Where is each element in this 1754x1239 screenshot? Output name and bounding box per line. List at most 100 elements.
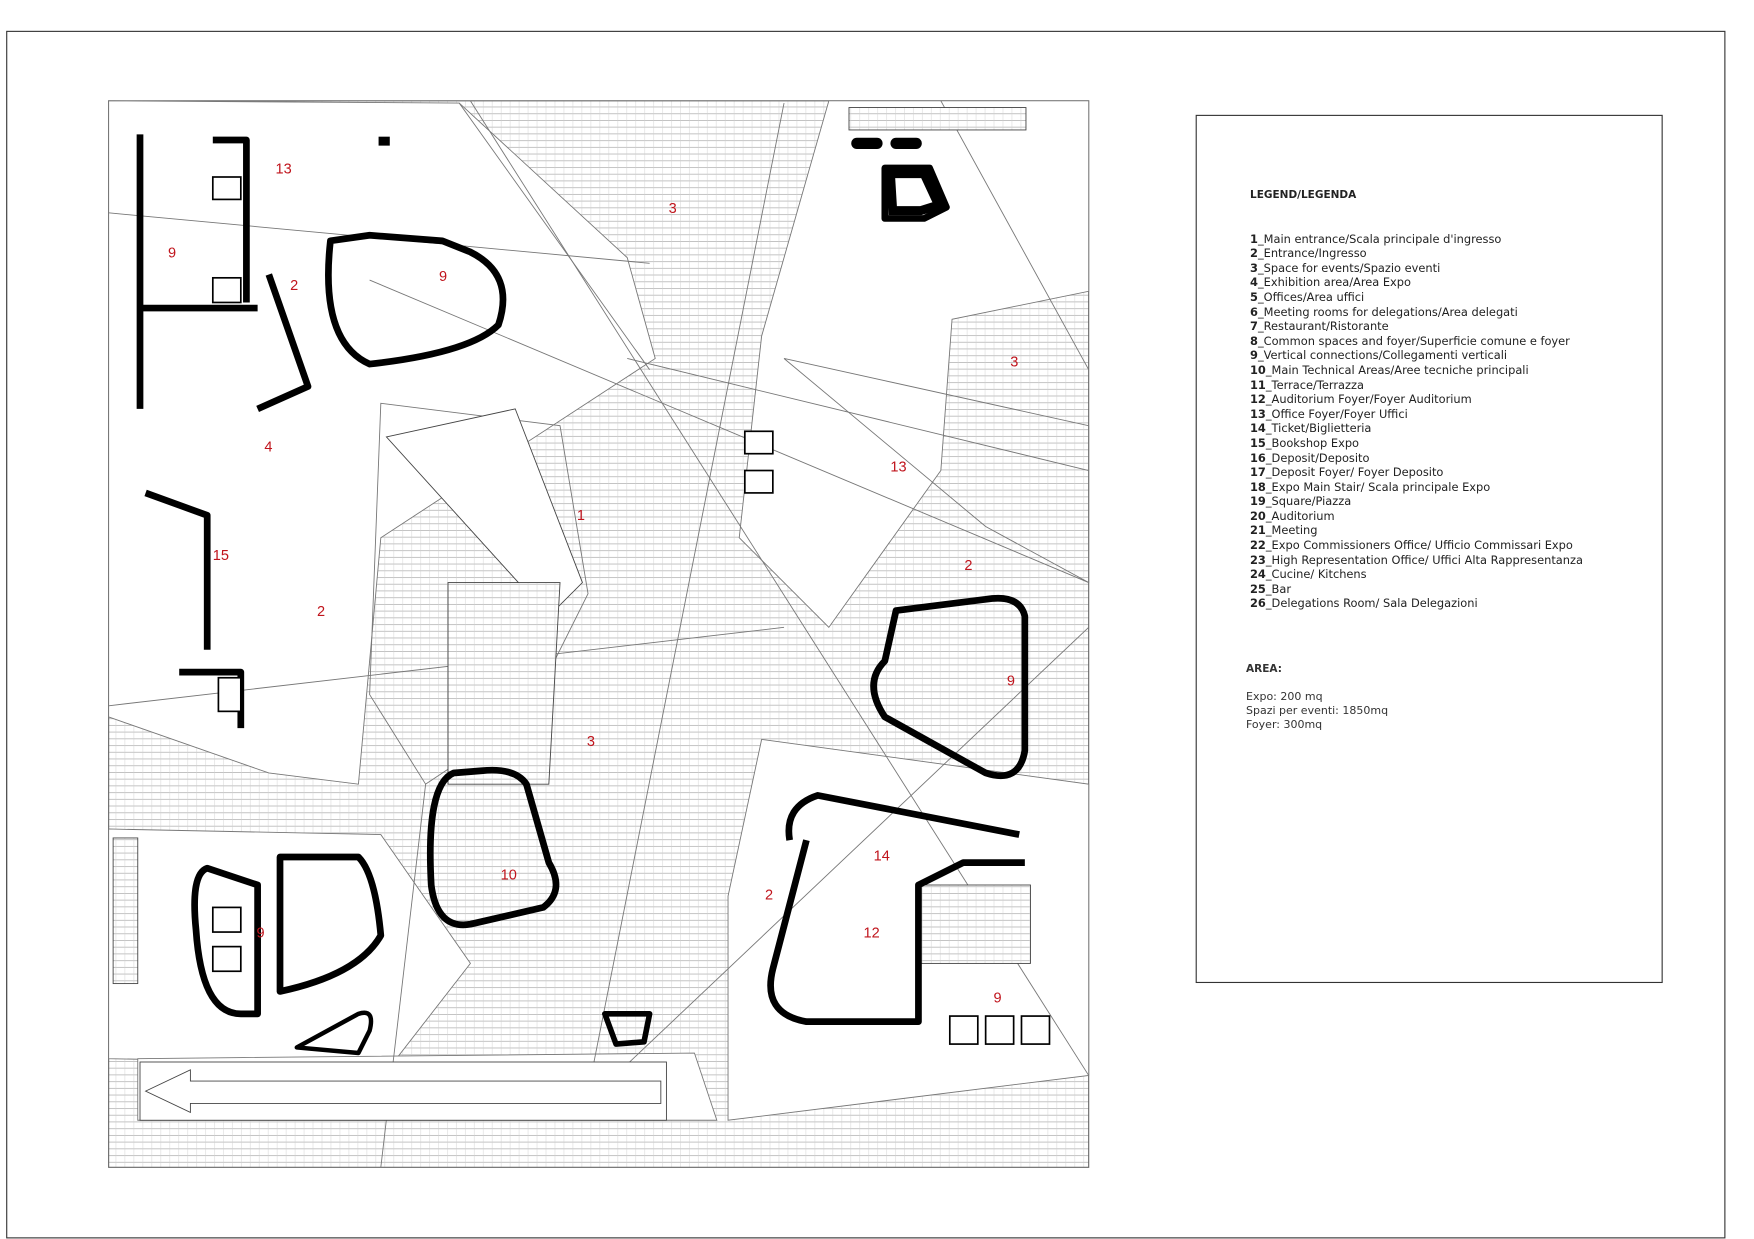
legend-item-number: 22 (1250, 538, 1266, 553)
legend-item: 25_Bar (1250, 582, 1650, 597)
walls (136, 134, 1029, 1056)
core-top-right (881, 164, 950, 222)
room-label: 4 (264, 439, 272, 455)
legend-item-number: 23 (1250, 552, 1266, 567)
area-line: Foyer: 300mq (1246, 718, 1323, 731)
legend-item-number: 2 (1250, 246, 1258, 261)
legend-item-number: 10 (1250, 362, 1266, 377)
legend-item-text: _High Representation Office/ Uffici Alta… (1265, 552, 1583, 567)
room-label: 12 (864, 926, 880, 942)
legend-item-number: 7 (1250, 319, 1258, 334)
legend-item: 14_Ticket/Biglietteria (1250, 421, 1650, 436)
room-label: 13 (890, 460, 906, 476)
legend-item-text: _Exhibition area/Area Expo (1257, 275, 1411, 290)
legend-item: 11_Terrace/Terrazza (1250, 378, 1650, 393)
legend-item-text: _Meeting rooms for delegations/Area dele… (1257, 304, 1518, 319)
legend-item: 3_Space for events/Spazio eventi (1250, 261, 1650, 276)
room-labels: 13 9 2 9 3 3 4 1 13 15 2 2 9 3 14 10 2 9… (168, 162, 1018, 1007)
core-bottom-center (602, 1011, 653, 1047)
area-summary: AREA: Expo: 200 mq Spazi per eventi: 185… (1246, 662, 1388, 732)
legend-item: 12_Auditorium Foyer/Foyer Auditorium (1250, 392, 1650, 407)
legend-item: 13_Office Foyer/Foyer Uffici (1250, 407, 1650, 422)
room-label: 2 (317, 604, 325, 620)
legend-item-text: _Ticket/Biglietteria (1265, 421, 1372, 436)
room-label: 2 (765, 888, 773, 904)
legend-item-text: _Bar (1265, 581, 1292, 596)
legend-item-text: _Vertical connections/Collegamenti verti… (1257, 348, 1508, 363)
legend-item-text: _Bookshop Expo (1265, 435, 1360, 450)
legend-item-text: _Deposit/Deposito (1265, 450, 1370, 465)
legend-item-number: 14 (1250, 421, 1266, 436)
core-top-center (325, 231, 507, 368)
legend-item-number: 13 (1250, 406, 1266, 421)
legend-item-number: 26 (1250, 596, 1266, 611)
legend-item-text: _Restaurant/Ristorante (1257, 319, 1389, 334)
legend-item-text: _Terrace/Terrazza (1265, 377, 1364, 392)
legend-item-number: 24 (1250, 567, 1266, 582)
legend-items: 1_Main entrance/Scala principale d'ingre… (1250, 232, 1650, 611)
legend-item: 8_Common spaces and foyer/Superficie com… (1250, 334, 1650, 349)
legend-item: 4_Exhibition area/Area Expo (1250, 275, 1650, 290)
legend-item-text: _Cucine/ Kitchens (1265, 567, 1367, 582)
core-fills (378, 136, 945, 216)
core-bottom-triangle (294, 1010, 374, 1056)
legend-item-number: 19 (1250, 494, 1266, 509)
core-10 (426, 766, 560, 929)
room-label: 3 (587, 734, 595, 750)
room-label: 10 (501, 867, 517, 883)
legend-item: 1_Main entrance/Scala principale d'ingre… (1250, 232, 1650, 247)
legend-item-text: _Common spaces and foyer/Superficie comu… (1257, 333, 1570, 348)
legend-item: 23_High Representation Office/ Uffici Al… (1250, 553, 1650, 568)
legend-item-text: _Deposit Foyer/ Foyer Deposito (1265, 465, 1444, 480)
legend-item-number: 11 (1250, 377, 1266, 392)
room-label: 2 (290, 278, 298, 294)
legend-item: 21_Meeting (1250, 523, 1650, 538)
legend-item-number: 3 (1250, 260, 1258, 275)
room-label: 15 (213, 548, 229, 564)
legend-item-number: 21 (1250, 523, 1266, 538)
room-label: 14 (874, 848, 890, 864)
legend-item: 26_Delegations Room/ Sala Delegazioni (1250, 596, 1650, 611)
room-label: 2 (964, 558, 972, 574)
elevators (211, 176, 1051, 1045)
legend-item-number: 8 (1250, 333, 1258, 348)
legend-item-number: 25 (1250, 581, 1266, 596)
legend-item-text: _Offices/Area uffici (1257, 289, 1365, 304)
core-bottom-left (191, 864, 261, 1018)
left-building-walls (136, 134, 312, 729)
legend-item: 2_Entrance/Ingresso (1250, 246, 1650, 261)
legend-item: 7_Restaurant/Ristorante (1250, 319, 1650, 334)
legend-item: 16_Deposit/Deposito (1250, 451, 1650, 466)
legend-item-number: 18 (1250, 479, 1266, 494)
legend-item-number: 16 (1250, 450, 1266, 465)
legend-item-number: 12 (1250, 392, 1266, 407)
legend-item-number: 6 (1250, 304, 1258, 319)
legend-item-text: _Main entrance/Scala principale d'ingres… (1257, 231, 1502, 246)
legend-title: LEGEND/LEGENDA (1250, 189, 1357, 201)
area-line: Spazi per eventi: 1850mq (1246, 704, 1389, 717)
room-label: 3 (1010, 354, 1018, 370)
legend-item-number: 1 (1250, 231, 1258, 246)
legend-item: 19_Square/Piazza (1250, 494, 1650, 509)
room-label: 3 (669, 201, 677, 217)
legend-item: 24_Cucine/ Kitchens (1250, 567, 1650, 582)
legend-item-text: _Square/Piazza (1265, 494, 1352, 509)
legend-item-text: _Entrance/Ingresso (1257, 246, 1367, 261)
legend-item-text: _Auditorium Foyer/Foyer Auditorium (1265, 392, 1472, 407)
legend-item-number: 4 (1250, 275, 1258, 290)
legend-item: 17_Deposit Foyer/ Foyer Deposito (1250, 465, 1650, 480)
legend-item-text: _Office Foyer/Foyer Uffici (1265, 406, 1408, 421)
legend-item-number: 9 (1250, 348, 1258, 363)
sheet-frame (6, 30, 1726, 1239)
legend-item: 15_Bookshop Expo (1250, 436, 1650, 451)
room-label: 9 (439, 269, 447, 285)
area-line: Expo: 200 mq (1246, 690, 1323, 703)
legend-item-number: 17 (1250, 465, 1266, 480)
legend-item: 9_Vertical connections/Collegamenti vert… (1250, 348, 1650, 363)
legend-item-text: _Main Technical Areas/Aree tecniche prin… (1265, 362, 1529, 377)
room-label: 9 (993, 991, 1001, 1007)
legend-item-text: _Auditorium (1265, 508, 1335, 523)
legend-item-number: 5 (1250, 289, 1258, 304)
legend-item-text: _Meeting (1265, 523, 1318, 538)
